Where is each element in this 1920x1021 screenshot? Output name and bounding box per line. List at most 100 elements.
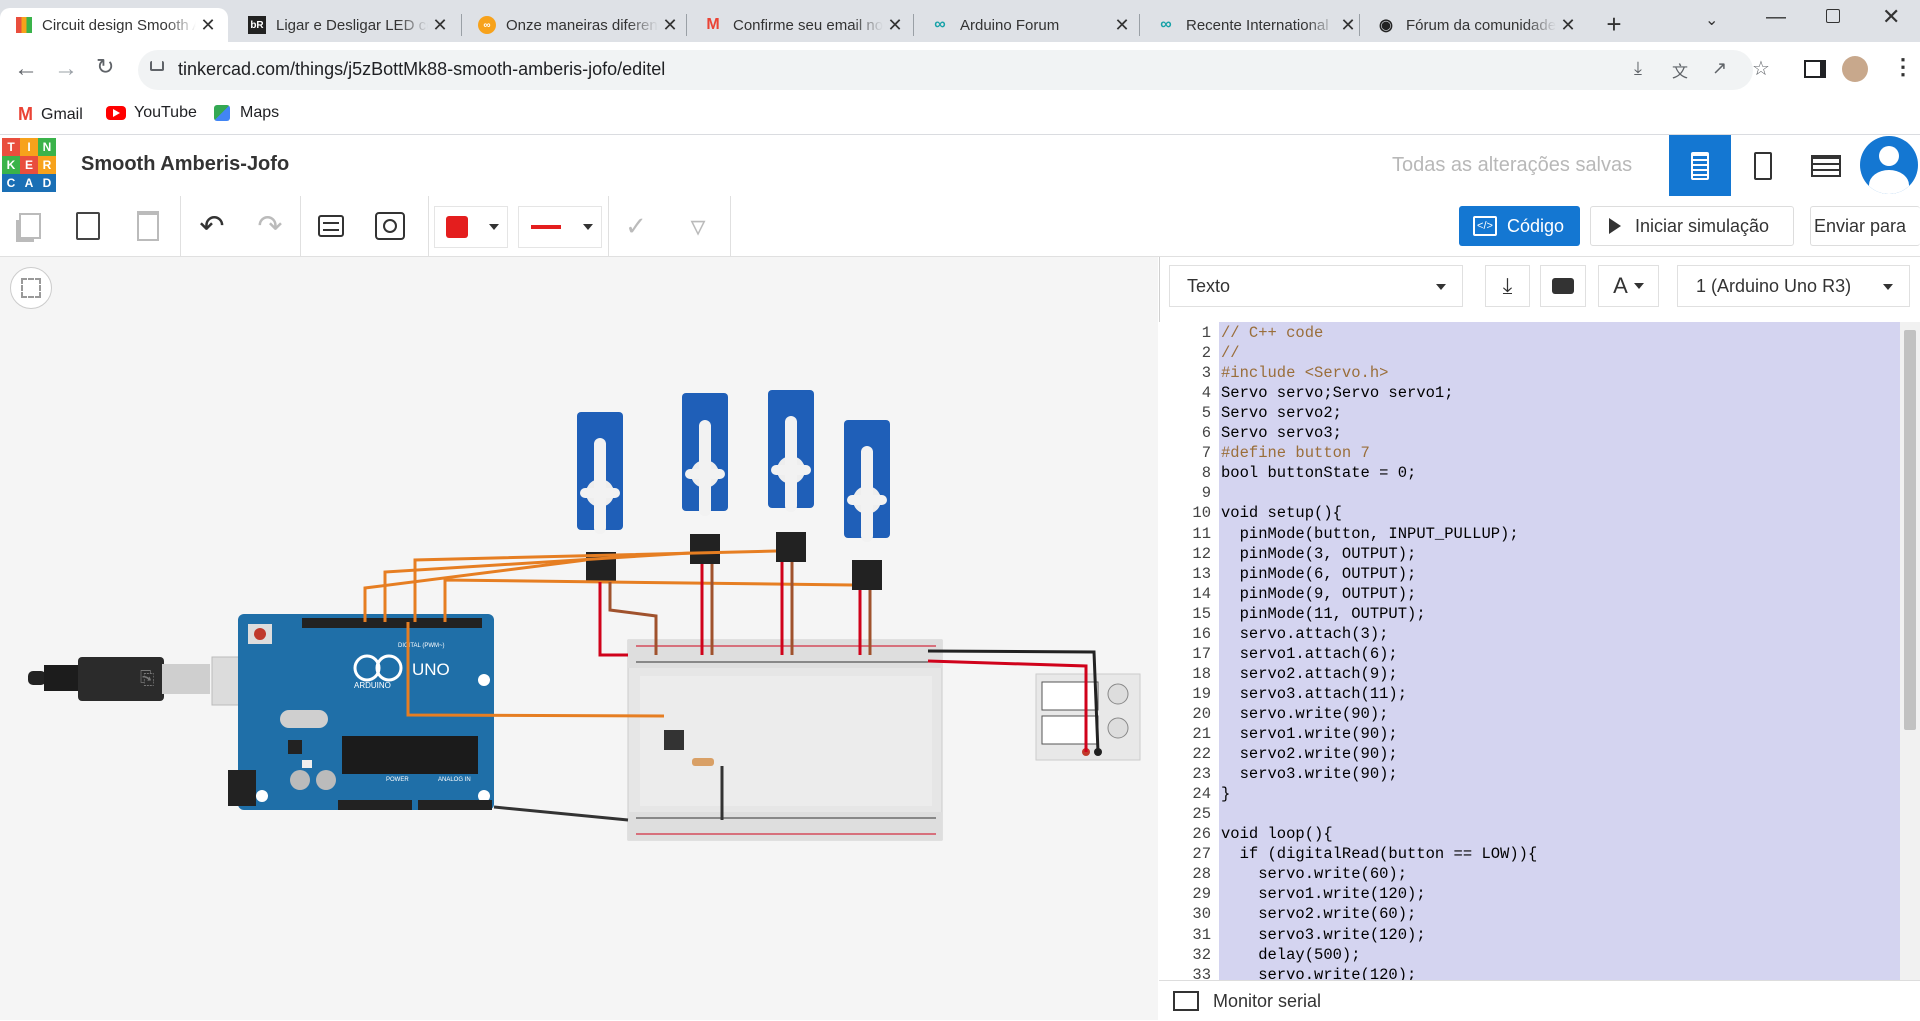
send-to-button[interactable]: Enviar para [1810, 206, 1920, 246]
code-line[interactable]: if (digitalRead(button == LOW)){ [1221, 845, 1538, 864]
code-editor[interactable] [1219, 322, 1900, 980]
code-button[interactable]: </> Código [1459, 206, 1580, 246]
code-line[interactable]: Servo servo2; [1221, 404, 1342, 423]
code-line[interactable]: pinMode(button, INPUT_PULLUP); [1221, 524, 1519, 543]
serial-monitor-bar[interactable]: Monitor serial [1159, 980, 1920, 1021]
code-line[interactable]: servo2.write(90); [1221, 745, 1398, 764]
close-tab-icon[interactable]: ✕ [1560, 14, 1576, 35]
editor-scrollbar[interactable] [1900, 322, 1920, 980]
close-window-button[interactable]: ✕ [1882, 4, 1901, 29]
flip-icon[interactable]: ▿ [690, 209, 706, 243]
side-panel-icon[interactable] [1804, 60, 1826, 78]
arduino-uno-board[interactable]: UNO ARDUINO DIGITAL (PWM~) POWER ANALOG … [228, 614, 494, 810]
code-line[interactable]: servo1.write(120); [1221, 885, 1426, 904]
new-tab-button[interactable]: + [1606, 9, 1622, 39]
close-tab-icon[interactable]: ✕ [887, 14, 903, 35]
minimize-button[interactable]: — [1766, 6, 1786, 28]
visibility-icon[interactable] [372, 208, 408, 244]
code-line[interactable]: servo.attach(3); [1221, 624, 1389, 643]
share-icon[interactable]: ↗ [1712, 58, 1728, 78]
servo-3[interactable] [768, 390, 814, 562]
browser-tab[interactable]: ∞Onze maneiras diferentes✕ [462, 8, 690, 42]
redo-icon[interactable]: ↷ [257, 209, 283, 243]
translate-icon[interactable]: 文 [1672, 64, 1689, 81]
wire-type-picker[interactable] [518, 206, 602, 248]
servo-2[interactable] [682, 393, 728, 564]
browser-tab[interactable]: ◉Fórum da comunidade✕ [1360, 8, 1588, 42]
circuit-view-button[interactable] [1669, 135, 1731, 196]
code-line[interactable]: servo3.attach(11); [1221, 684, 1408, 703]
url-text[interactable]: tinkercad.com/things/j5zBottMk88-smooth-… [178, 59, 666, 79]
tinkercad-logo[interactable]: T I N K E R C A D [2, 138, 56, 192]
bookmark-gmail[interactable]: M Gmail [18, 104, 83, 125]
restore-button[interactable] [1826, 9, 1840, 23]
device-select[interactable]: 1 (Arduino Uno R3) [1677, 265, 1910, 307]
close-tab-icon[interactable]: ✕ [1114, 14, 1130, 35]
bookmark-star-icon[interactable]: ☆ [1752, 58, 1770, 80]
power-supply[interactable] [1035, 673, 1141, 761]
fit-view-button[interactable] [10, 267, 52, 309]
code-line[interactable]: Servo servo;Servo servo1; [1221, 384, 1454, 403]
browser-tab[interactable]: Circuit design Smooth Amberis-Jofo✕ [0, 8, 228, 42]
code-line[interactable]: // [1221, 344, 1240, 363]
download-code-button[interactable]: ⤓ [1485, 265, 1530, 307]
code-line[interactable]: void loop(){ [1221, 825, 1333, 844]
notes-icon[interactable] [313, 208, 349, 244]
code-line[interactable]: servo2.write(60); [1221, 905, 1417, 924]
code-line[interactable]: servo3.write(120); [1221, 925, 1426, 944]
paste-icon[interactable] [70, 208, 106, 244]
code-line[interactable]: servo.write(60); [1221, 865, 1408, 884]
schematic-view-button[interactable] [1733, 135, 1793, 196]
profile-avatar[interactable] [1842, 56, 1868, 82]
code-mode-select[interactable]: Texto [1169, 265, 1463, 307]
reload-icon[interactable]: ↻ [96, 54, 115, 79]
tab-search-chevron-icon[interactable]: ⌄ [1705, 12, 1719, 29]
servo-1[interactable] [577, 412, 623, 582]
code-line[interactable]: servo2.attach(9); [1221, 664, 1398, 683]
code-line[interactable]: Servo servo3; [1221, 424, 1342, 443]
rotate-icon[interactable]: ✓ [625, 210, 647, 241]
pushbutton[interactable] [664, 730, 684, 750]
servo-4[interactable] [844, 420, 890, 590]
copy-icon[interactable] [12, 208, 48, 244]
code-line[interactable]: #define button 7 [1221, 444, 1370, 463]
start-simulation-button[interactable]: Iniciar simulação [1590, 206, 1794, 246]
download-icon[interactable]: ⤓ [1634, 58, 1642, 78]
font-size-button[interactable]: A [1598, 265, 1659, 307]
wire-color-picker[interactable] [434, 206, 508, 248]
browser-tab[interactable]: ∞Recente International✕ [1140, 8, 1368, 42]
omnibox[interactable] [138, 50, 1753, 90]
close-tab-icon[interactable]: ✕ [200, 14, 216, 35]
code-line[interactable]: void setup(){ [1221, 504, 1342, 523]
code-line[interactable]: pinMode(6, OUTPUT); [1221, 564, 1417, 583]
user-avatar[interactable] [1860, 136, 1918, 194]
resistor[interactable] [692, 758, 714, 766]
code-line[interactable]: servo1.write(90); [1221, 725, 1398, 743]
bookmark-youtube[interactable]: YouTube [106, 104, 197, 122]
circuit-drawing[interactable]: ⎘ UNO ARDUINO DIGITAL (PWM~) POWER ANALO… [0, 257, 1158, 1020]
scrollbar-thumb[interactable] [1904, 330, 1916, 730]
code-line[interactable]: servo3.write(90); [1221, 765, 1398, 784]
code-line[interactable]: pinMode(9, OUTPUT); [1221, 584, 1417, 603]
code-line[interactable]: // C++ code [1221, 324, 1324, 342]
browser-tab[interactable]: ∞Arduino Forum✕ [914, 8, 1142, 42]
undo-icon[interactable]: ↶ [199, 209, 225, 243]
wires[interactable] [363, 549, 1100, 822]
code-line[interactable]: servo.write(120); [1221, 965, 1417, 984]
close-tab-icon[interactable]: ✕ [432, 14, 448, 35]
component-list-button[interactable] [1796, 135, 1856, 196]
code-line[interactable]: } [1221, 785, 1231, 804]
close-tab-icon[interactable]: ✕ [662, 14, 678, 35]
code-line[interactable]: pinMode(3, OUTPUT); [1221, 544, 1417, 563]
lock-icon[interactable] [150, 61, 164, 71]
menu-kebab-icon[interactable]: ⋮ [1892, 54, 1914, 79]
code-line[interactable]: servo1.attach(6); [1221, 644, 1398, 663]
bookmark-maps[interactable]: Maps [214, 104, 279, 122]
code-line[interactable]: servo.write(90); [1221, 704, 1389, 723]
close-tab-icon[interactable]: ✕ [1340, 14, 1356, 35]
usb-cable[interactable]: ⎘ [28, 656, 275, 706]
code-line[interactable]: bool buttonState = 0; [1221, 464, 1417, 483]
code-line[interactable]: delay(500); [1221, 945, 1361, 964]
